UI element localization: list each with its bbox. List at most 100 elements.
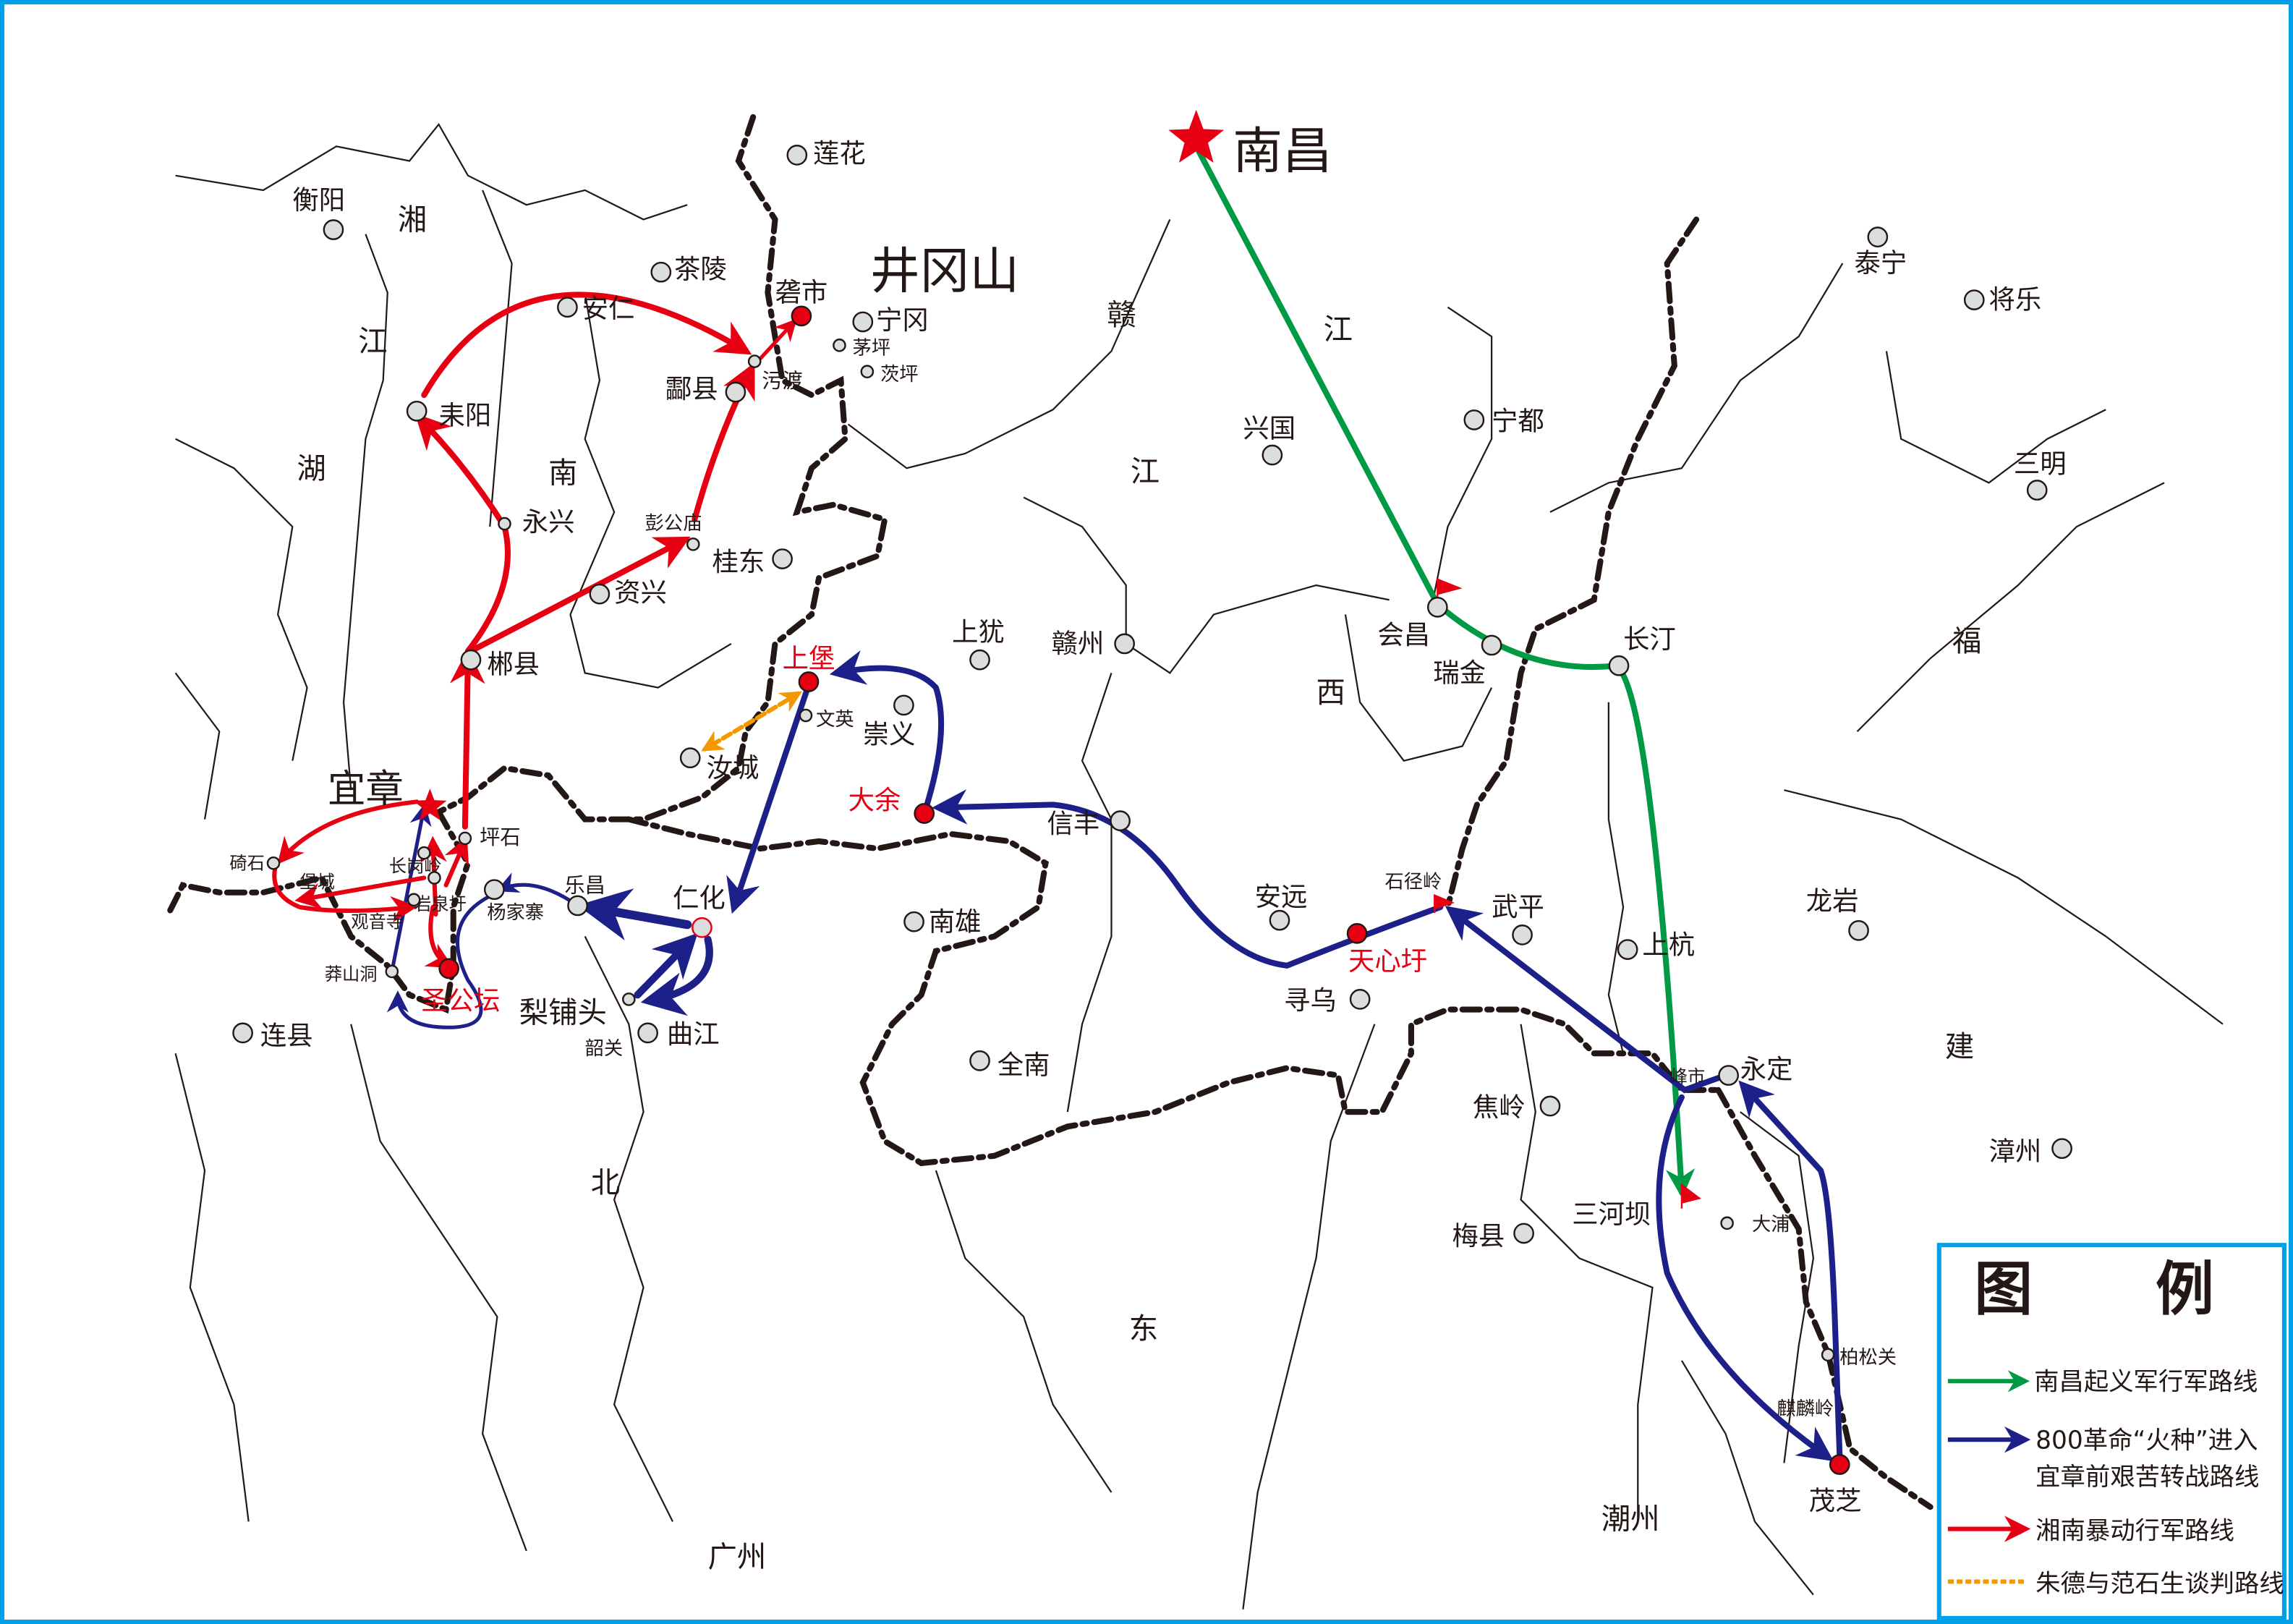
place-label: 瑞金 — [1433, 657, 1486, 688]
place-dot-icon — [460, 649, 482, 671]
place-wuping: 武平 — [1492, 891, 1544, 945]
legend-title-1: 图 — [1974, 1256, 2033, 1324]
place-dot-icon — [772, 548, 793, 569]
place-label: 杨家寨 — [487, 902, 544, 924]
place-label: 宁冈 — [876, 305, 929, 336]
place-dot-icon — [438, 958, 460, 979]
place-label: 麒麟岭 — [1777, 1398, 1834, 1420]
place-dot-icon — [323, 219, 344, 240]
place-dapu: 大浦 — [1720, 1214, 1790, 1236]
place-label: 茂芝 — [1809, 1485, 1862, 1516]
place-label: 桂东 — [712, 546, 765, 577]
place-jiaoling: 焦岭 — [1473, 1092, 1561, 1123]
place-jiangle: 将乐 — [1963, 284, 2041, 315]
place-label: 宜章 — [328, 767, 404, 811]
place-fengshi: 峰市 — [1670, 1066, 1706, 1087]
place-label: 郴县 — [487, 648, 540, 679]
place-dot-icon — [1867, 226, 1889, 248]
place-baocheng: 堡城 — [299, 872, 335, 893]
place-dot-icon — [232, 1022, 253, 1044]
place-dot-icon — [679, 747, 701, 769]
region-label: 湘 — [398, 203, 427, 237]
place-penggongmiao: 彭公庙 — [645, 513, 702, 551]
route-xiangnan-uprising — [272, 292, 797, 969]
place-label: 茶陵 — [674, 253, 727, 284]
place-chongyi: 崇义 — [863, 694, 916, 749]
place-lieputou: 梨铺头 — [519, 992, 636, 1030]
place-label: 酃县 — [665, 373, 718, 404]
place-dot-icon — [407, 893, 421, 907]
map-title-jinggangshan: 井冈山 — [870, 242, 1019, 300]
place-dot-icon — [417, 846, 431, 860]
place-dot-icon — [1512, 924, 1533, 945]
place-label: 泰宁 — [1854, 247, 1907, 279]
legend-item-label: 800革命“火种”进入 — [2035, 1426, 2258, 1455]
place-dot-icon — [1617, 939, 1638, 960]
place-label: 石径岭 — [1385, 872, 1442, 893]
place-label: 会昌 — [1377, 619, 1430, 650]
place-ninggang: 宁冈 — [852, 305, 929, 336]
place-label: 堡城 — [299, 872, 335, 893]
legend-item-label: 湘南暴动行军路线 — [2035, 1517, 2234, 1546]
place-anyuan: 安远 — [1255, 881, 1307, 931]
place-dot-icon — [852, 311, 874, 333]
place-label: 乐昌 — [564, 874, 605, 898]
place-label: 碕石 — [229, 852, 265, 873]
place-label: 大余 — [848, 784, 901, 815]
place-qilinling: 麒麟岭 — [1777, 1398, 1834, 1420]
place-renhua: 仁化 — [673, 883, 726, 938]
region-label: 北 — [591, 1165, 620, 1199]
place-nanchang: 南昌 — [1168, 109, 1332, 181]
place-yongxing: 永兴 — [498, 506, 574, 537]
place-ciping: 茨坪 — [860, 364, 919, 386]
place-anren: 安仁 — [557, 293, 634, 324]
place-dot-icon — [1829, 1454, 1850, 1475]
place-ganzhou: 赣州 — [1052, 628, 1136, 659]
place-shaoguan: 韶关 — [585, 1038, 624, 1060]
place-dot-icon — [498, 516, 511, 531]
place-dot-icon — [1608, 655, 1630, 676]
place-guidong: 桂东 — [712, 546, 793, 577]
place-dot-icon — [1718, 1065, 1739, 1086]
place-label: 将乐 — [1988, 284, 2041, 315]
place-mangshandong: 莽山洞 — [325, 964, 399, 985]
place-label: 宁都 — [1492, 406, 1544, 437]
star-icon — [1168, 109, 1225, 163]
place-dot-icon — [483, 879, 505, 901]
place-shenggongtan: 圣公坛 — [421, 958, 500, 1016]
place-label: 岩泉圩 — [414, 893, 467, 914]
place-xingguo: 兴国 — [1243, 413, 1296, 466]
place-label: 上犹 — [952, 616, 1005, 647]
place-label: 梨铺头 — [519, 995, 607, 1030]
place-yongding: 永定 — [1718, 1054, 1793, 1086]
place-dot-icon — [1346, 923, 1368, 944]
place-label: 耒阳 — [439, 400, 492, 431]
place-dot-icon — [725, 381, 746, 403]
place-dot-icon — [650, 261, 672, 283]
place-guangzhou: 广州 — [707, 1539, 766, 1574]
place-label: 连县 — [260, 1020, 313, 1051]
place-label: 莲花 — [813, 137, 866, 169]
place-changting: 长汀 — [1608, 624, 1676, 676]
place-label: 砻市 — [775, 277, 828, 308]
place-label: 永兴 — [522, 506, 575, 537]
place-dot-icon — [860, 365, 875, 379]
place-label: 兴国 — [1243, 413, 1296, 444]
place-baisongguan: 柏松关 — [1821, 1347, 1897, 1369]
region-label: 福 — [1952, 624, 1981, 658]
flag-icon — [1434, 893, 1455, 914]
place-label: 天心圩 — [1348, 945, 1427, 977]
place-dot-icon — [1114, 633, 1136, 655]
place-yangjiazhai: 杨家寨 — [483, 879, 544, 924]
place-label: 广州 — [707, 1539, 766, 1574]
place-label: 南昌 — [1233, 123, 1332, 181]
place-dot-icon — [557, 297, 578, 318]
place-dot-icon — [1269, 909, 1290, 931]
place-dot-icon — [799, 708, 813, 723]
place-dot-icon — [2051, 1138, 2072, 1160]
place-dot-icon — [1848, 919, 1869, 941]
place-shanghang: 上杭 — [1617, 930, 1695, 961]
place-dot-icon — [567, 895, 588, 917]
